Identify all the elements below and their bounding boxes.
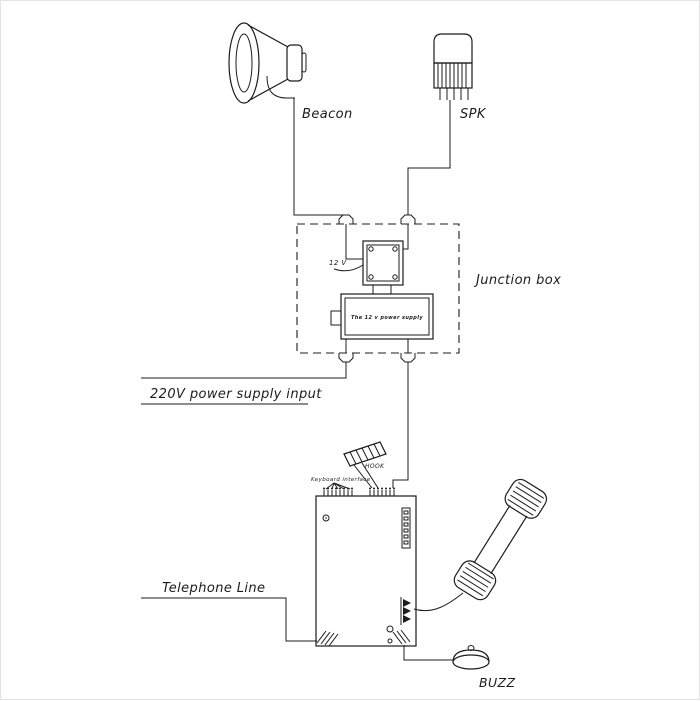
wire-terminal-to-transformer-left xyxy=(345,224,363,260)
mounting-hole-dot xyxy=(325,517,327,519)
handset-connector-arrows xyxy=(400,597,411,625)
wire-terminal-to-transformer-right xyxy=(403,224,409,250)
spk-ribs xyxy=(437,63,467,88)
board-outline xyxy=(315,495,417,647)
junction-box-label: Junction box xyxy=(473,273,561,288)
telephone-line-label: Telephone Line xyxy=(162,581,265,596)
transformer-icon xyxy=(362,240,404,286)
transformer-label-leader xyxy=(333,264,364,272)
wire-spk-to-junction xyxy=(407,100,451,215)
transformer-voltage-label: 12 V xyxy=(329,259,347,267)
board-hole-small xyxy=(387,638,393,644)
buzzer-nub xyxy=(467,645,475,651)
main-board xyxy=(315,487,417,647)
spk-pins xyxy=(439,88,469,100)
terminal-top-right xyxy=(400,214,416,224)
terminal-bottom-right xyxy=(400,353,416,363)
power-input-label: 220V power supply input xyxy=(150,387,322,402)
psu-side-tab xyxy=(330,310,342,326)
spk-icon xyxy=(433,33,473,100)
psu-label: The 12 v power supply xyxy=(351,315,423,321)
buzzer-connector xyxy=(392,629,411,645)
buzzer-label: BUZZ xyxy=(479,675,515,690)
transformer-bolt xyxy=(392,274,398,280)
terminal-bottom-left xyxy=(338,353,354,363)
beacon-cone-top xyxy=(247,24,289,48)
junction-box-outline xyxy=(296,223,460,354)
terminal-top-left xyxy=(338,214,354,224)
beacon-bell-outer xyxy=(228,22,260,104)
beacon-label: Beacon xyxy=(302,107,353,122)
wire-beacon-to-junction xyxy=(293,98,343,216)
beacon-cone-bottom xyxy=(247,78,289,102)
transformer-core xyxy=(366,244,400,282)
power-supply-unit: The 12 v power supply xyxy=(330,293,434,340)
hook-hatch xyxy=(349,443,381,465)
buzzer-dome xyxy=(452,649,490,663)
handset-cord xyxy=(413,592,464,612)
wire-psu-to-bottom-terminals xyxy=(345,339,409,353)
mounting-hole xyxy=(322,514,330,522)
hook-label: HOOK xyxy=(365,463,385,470)
pin-header-keyboard xyxy=(323,487,353,496)
beacon-bell-inner xyxy=(235,33,253,93)
junction-box: 12 V The 12 v power supply xyxy=(296,214,460,363)
wire-telephone-line xyxy=(141,597,317,642)
pin-header-hook xyxy=(369,487,395,496)
spk-label: SPK xyxy=(460,107,487,122)
beacon-bracket xyxy=(266,75,295,99)
beacon-driver-knob xyxy=(301,52,307,73)
handset-mouthpiece xyxy=(453,560,497,601)
board-hole-large xyxy=(386,625,394,633)
handset-mouthpiece-grille xyxy=(457,562,494,597)
keyboard-fan-lines xyxy=(325,482,351,490)
wire-power-input xyxy=(141,362,347,379)
handset-handle xyxy=(473,505,528,575)
edge-connector xyxy=(401,507,411,549)
wire-junction-to-board xyxy=(392,362,409,488)
spk-body-top xyxy=(433,33,473,64)
beacon-icon xyxy=(228,22,307,104)
psu-inner xyxy=(344,297,430,336)
transformer-bolt xyxy=(392,246,398,252)
buzzer-base xyxy=(452,654,490,670)
wire-transformer-to-psu xyxy=(372,285,392,294)
spk-body-band xyxy=(433,62,473,89)
transformer-bolt xyxy=(368,246,374,252)
buzzer-icon xyxy=(452,645,490,670)
telephone-connector xyxy=(316,630,339,647)
handset-earpiece-grille xyxy=(507,482,545,516)
transformer-bolt xyxy=(368,274,374,280)
hook-pins xyxy=(353,462,379,489)
keyboard-interface-label: Keyboard interface xyxy=(311,477,371,483)
handset-earpiece xyxy=(504,478,548,519)
wire-board-to-buzzer xyxy=(403,645,453,661)
hook-icon xyxy=(343,441,387,489)
beacon-driver xyxy=(286,44,303,82)
handset-icon xyxy=(453,478,548,601)
transformer-outline xyxy=(362,240,404,286)
